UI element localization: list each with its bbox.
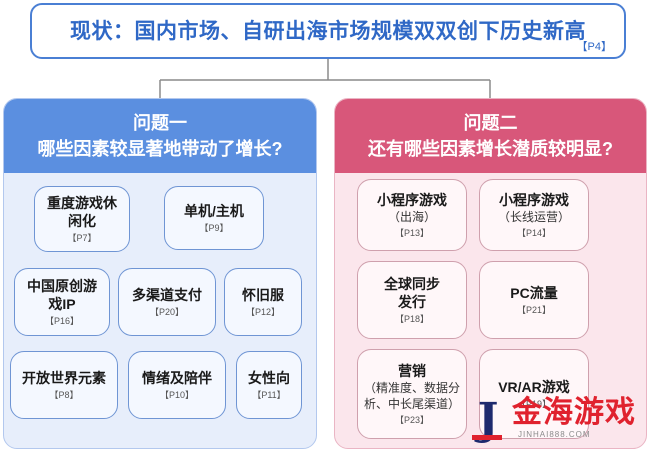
factor-card-title: 开放世界元素 xyxy=(22,369,106,386)
top-title: 现状：国内市场、自研出海市场规模双双创下历史新高 xyxy=(70,20,586,43)
factor-card-emotion-companion: 情绪及陪伴 【P10】 xyxy=(128,351,226,419)
factor-card-multi-channel-payment: 多渠道支付 【P20】 xyxy=(118,268,216,336)
potential-card-page: 【P18】 xyxy=(394,313,429,324)
factor-card-page: 【P16】 xyxy=(44,315,79,326)
factor-card-standalone-console: 单机/主机 【P9】 xyxy=(164,186,264,250)
question-one-header: 问题一 哪些因素较显著地带动了增长? xyxy=(4,99,316,173)
potential-card-mini-game-longterm: 小程序游戏 （长线运营） 【P14】 xyxy=(479,179,589,251)
factor-card-female-oriented: 女性向 【P11】 xyxy=(236,351,302,419)
factor-card-title: 中国原创游戏IP xyxy=(27,277,97,312)
factor-card-title: 女性向 xyxy=(248,369,290,386)
question-one-text: 哪些因素较显著地带动了增长? xyxy=(37,139,283,159)
factor-card-title: 怀旧服 xyxy=(242,286,284,303)
logo-text: 金海游戏 xyxy=(512,396,636,429)
factor-card-page: 【P10】 xyxy=(159,389,194,400)
question-two-panel: 问题二 还有哪些因素增长潜质较明显? 小程序游戏 （出海） 【P13】 小程序游… xyxy=(334,98,647,449)
potential-card-vr-ar: VR/AR游戏 【P19】 xyxy=(479,349,589,439)
factor-card-open-world: 开放世界元素 【P8】 xyxy=(10,351,118,419)
potential-card-title: 小程序游戏 xyxy=(377,191,447,208)
potential-card-pc-traffic: PC流量 【P21】 xyxy=(479,261,589,339)
factor-card-heavy-casual: 重度游戏休闲化 【P7】 xyxy=(34,186,130,252)
factor-card-page: 【P20】 xyxy=(149,306,184,317)
potential-card-page: 【P14】 xyxy=(516,227,551,238)
potential-card-title: 营销 xyxy=(398,362,426,379)
potential-card-mini-game-overseas: 小程序游戏 （出海） 【P13】 xyxy=(357,179,467,251)
logo-subtext: JINHAI888.COM xyxy=(518,430,591,439)
question-two-label: 问题二 xyxy=(463,113,518,133)
factor-card-page: 【P12】 xyxy=(245,306,280,317)
potential-card-sub: （出海） xyxy=(387,209,436,224)
potential-card-sub: （长线运营） xyxy=(497,209,570,224)
factor-card-title: 情绪及陪伴 xyxy=(142,369,212,386)
potential-card-marketing: 营销 （精准度、数据分析、中长尾渠道） 【P23】 xyxy=(357,349,467,439)
potential-card-page: 【P21】 xyxy=(516,304,551,315)
potential-card-page: 【P13】 xyxy=(394,227,429,238)
factor-card-page: 【P9】 xyxy=(199,222,229,233)
factor-card-title: 单机/主机 xyxy=(184,202,244,219)
potential-card-title: PC流量 xyxy=(510,284,558,301)
watermark-logo: J 金海游戏 JINHAI888.COM xyxy=(452,392,648,448)
factor-card-title: 重度游戏休闲化 xyxy=(47,194,117,229)
top-summary-box: 现状：国内市场、自研出海市场规模双双创下历史新高 【P4】 xyxy=(30,3,626,59)
potential-card-title: VR/AR游戏 xyxy=(498,378,570,395)
question-two-header: 问题二 还有哪些因素增长潜质较明显? xyxy=(335,99,646,173)
question-two-text: 还有哪些因素增长潜质较明显? xyxy=(368,139,613,159)
top-page-ref: 【P4】 xyxy=(576,41,612,53)
potential-card-title: 全球同步发行 xyxy=(384,275,440,310)
factor-card-nostalgia-server: 怀旧服 【P12】 xyxy=(224,268,302,336)
question-one-panel: 问题一 哪些因素较显著地带动了增长? 重度游戏休闲化 【P7】 单机/主机 【P… xyxy=(3,98,317,449)
question-one-label: 问题一 xyxy=(133,113,187,133)
potential-card-title: 小程序游戏 xyxy=(499,191,569,208)
factor-card-page: 【P7】 xyxy=(67,232,97,243)
logo-mark-icon: J xyxy=(470,394,506,446)
factor-card-original-ip: 中国原创游戏IP 【P16】 xyxy=(14,268,110,336)
potential-card-sub: （精准度、数据分析、中长尾渠道） xyxy=(364,380,461,411)
factor-card-page: 【P11】 xyxy=(252,389,286,400)
factor-card-title: 多渠道支付 xyxy=(132,286,202,303)
factor-card-page: 【P8】 xyxy=(49,389,79,400)
potential-card-page: 【P23】 xyxy=(394,414,429,425)
potential-card-global-release: 全球同步发行 【P18】 xyxy=(357,261,467,339)
potential-card-page: 【P19】 xyxy=(516,398,551,409)
